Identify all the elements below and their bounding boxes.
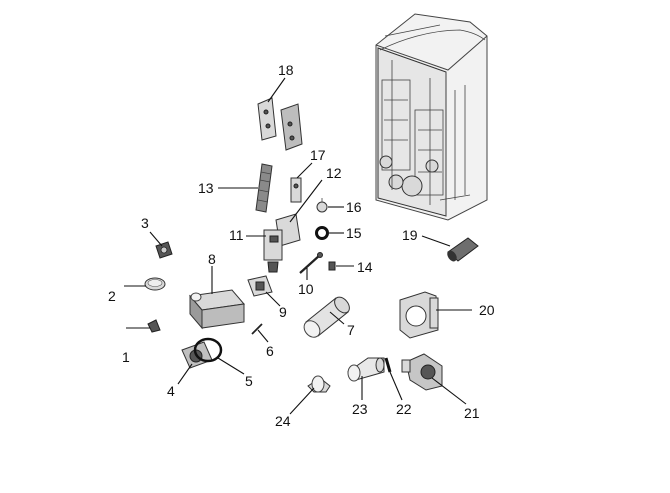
plate-part-17 [290, 177, 302, 203]
auger-part-13 [255, 163, 273, 213]
callout-23: 23 [352, 401, 368, 417]
callout-10: 10 [298, 281, 314, 297]
callout-2: 2 [108, 288, 116, 304]
sensor-part-14 [328, 261, 336, 271]
callout-17: 17 [310, 147, 326, 163]
gasket-ring-part-15 [315, 226, 329, 240]
pin-part-6 [251, 323, 263, 335]
clip-part-1 [147, 319, 161, 333]
pipe-elbow-part-23 [347, 357, 385, 382]
callout-16: 16 [346, 199, 362, 215]
callout-9: 9 [279, 304, 287, 320]
disc-part-2 [144, 277, 166, 291]
callout-4: 4 [167, 383, 175, 399]
flue-pipe-part-7 [303, 296, 350, 338]
callout-6: 6 [266, 343, 274, 359]
fitting-part-3 [155, 241, 173, 259]
callout-21: 21 [464, 405, 480, 421]
callout-19: 19 [402, 227, 418, 243]
control-board-part-18 [257, 97, 303, 151]
probe-part-10 [299, 252, 323, 274]
callout-15: 15 [346, 225, 362, 241]
igniter-part-19 [447, 237, 479, 262]
callout-14: 14 [357, 259, 373, 275]
callout-3: 3 [141, 215, 149, 231]
callout-8: 8 [208, 251, 216, 267]
callout-24: 24 [275, 413, 291, 429]
callout-labels: 18 17 13 12 16 3 15 19 11 8 14 10 2 20 9… [108, 62, 495, 429]
callout-18: 18 [278, 62, 294, 78]
gearmotor-part-11 [263, 213, 301, 273]
stove-cabinet [375, 13, 488, 221]
exhaust-fan-part-21 [401, 353, 443, 391]
callout-11: 11 [229, 227, 244, 243]
clamp-part-22 [384, 357, 392, 373]
bracket-part-9 [247, 275, 273, 297]
callout-7: 7 [347, 322, 355, 338]
knob-part-16 [316, 198, 328, 213]
callout-20: 20 [479, 302, 495, 318]
gasket-part-5 [193, 337, 223, 363]
blower-housing-part-20 [399, 291, 439, 339]
internal-components [379, 60, 471, 205]
burn-pot-part-8 [189, 289, 245, 330]
callout-13: 13 [198, 180, 214, 196]
elbow-part-24 [307, 375, 331, 393]
callout-12: 12 [326, 165, 342, 181]
callout-1: 1 [122, 349, 130, 365]
callout-22: 22 [396, 401, 412, 417]
callout-5: 5 [245, 373, 253, 389]
